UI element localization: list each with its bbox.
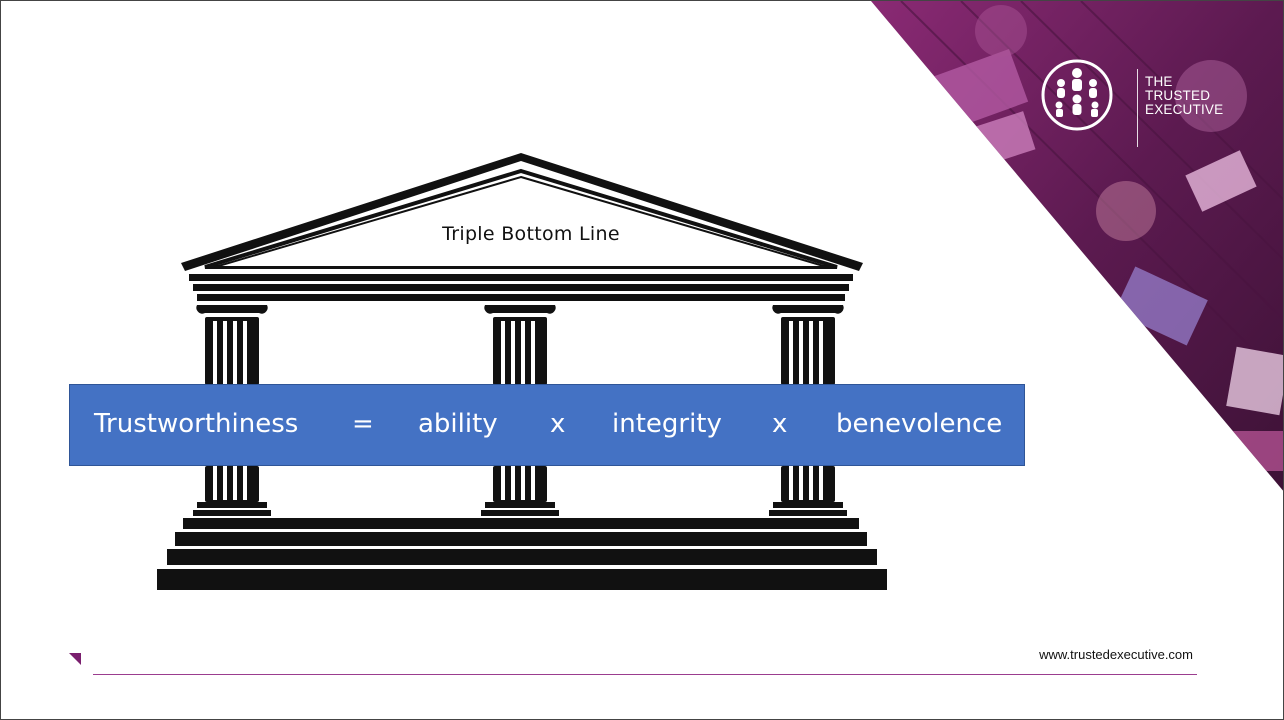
globe-people-icon [1041,59,1113,131]
entablature [189,274,853,301]
logo-line-3: EXECUTIVE [1145,102,1224,117]
column-right [769,305,847,516]
trusted-executive-logo: THE TRUSTED EXECUTIVE [1041,59,1241,149]
pediment-label: Triple Bottom Line [442,223,620,245]
columns [193,305,847,516]
equation-equals-sign: = [352,409,374,439]
equation-multiply-sign-1: x [550,409,566,439]
logo-line-2: TRUSTED [1145,88,1211,103]
column-left [193,305,271,516]
pediment [181,153,863,271]
footer-corner-marker [69,653,81,665]
equation-term-benevolence: benevolence [836,409,1003,439]
equation-term-ability: ability [418,409,498,439]
footer-divider-line [93,674,1197,675]
column-center [481,305,559,516]
footer-website-url: www.trustedexecutive.com [1039,647,1193,662]
equation-term-trustworthiness: Trustworthiness [94,409,299,439]
trustworthiness-equation: Trustworthiness = ability x integrity x … [69,384,1025,466]
logo-wordmark: THE TRUSTED EXECUTIVE [1145,75,1223,117]
equation-term-integrity: integrity [612,409,722,439]
logo-line-1: THE [1145,74,1173,89]
logo-divider [1137,69,1138,147]
temple-steps [157,518,887,590]
equation-multiply-sign-2: x [772,409,788,439]
